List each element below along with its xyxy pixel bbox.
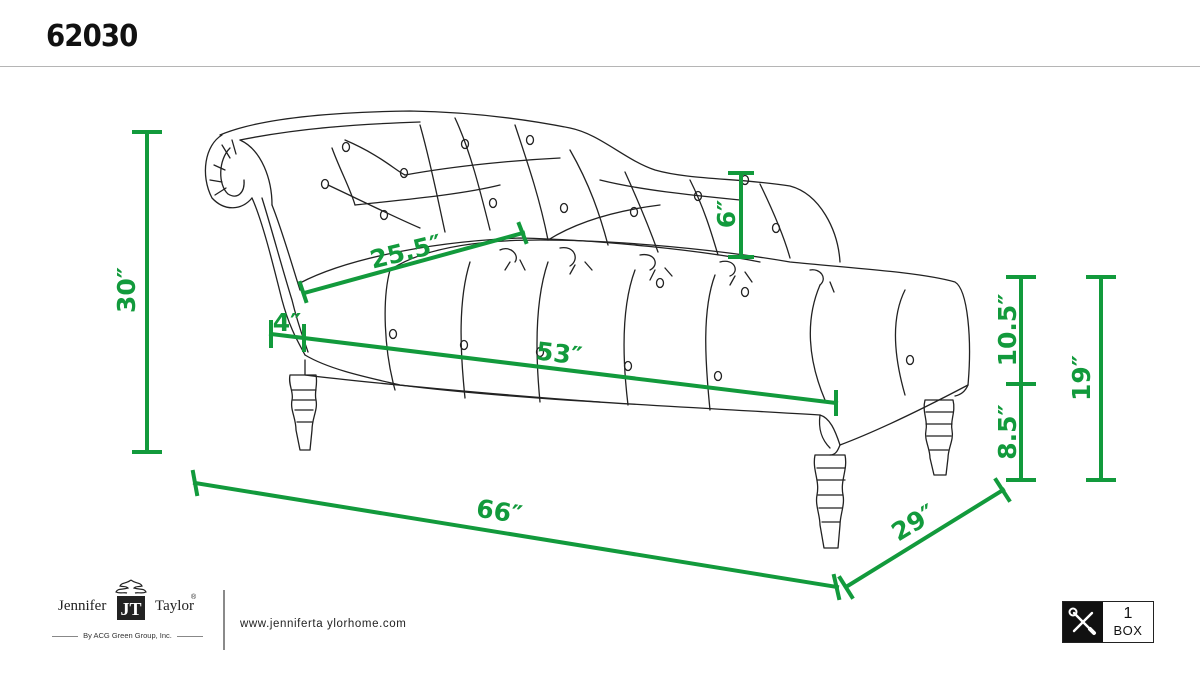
box-count-badge: 1 BOX bbox=[1062, 601, 1154, 643]
dimension-lines bbox=[132, 130, 1116, 601]
product-sku: 62030 bbox=[46, 19, 138, 54]
dim-label-upper-height: 10.5″ bbox=[993, 294, 1022, 367]
brand-name-left: Jennifer bbox=[58, 598, 107, 614]
box-label: BOX bbox=[1113, 623, 1143, 638]
dim-line-29 bbox=[843, 487, 1006, 590]
monogram-icon: JT bbox=[115, 579, 147, 620]
website-link[interactable]: www.jenniferta ylorhome.com bbox=[240, 618, 407, 630]
header-bar: 62030 bbox=[0, 0, 1200, 67]
brand-name-right: Taylor bbox=[155, 598, 194, 614]
monogram-text: JT bbox=[120, 599, 141, 619]
dim-label-seat-depth: 25.5″ bbox=[367, 229, 445, 275]
dim-line-66 bbox=[192, 480, 840, 590]
dim-line-53 bbox=[268, 331, 839, 406]
box-count: 1 bbox=[1123, 605, 1133, 622]
registered-mark: ® bbox=[191, 594, 197, 601]
dim-label-arm-width: 4″ bbox=[273, 308, 302, 337]
footer-divider bbox=[223, 590, 225, 650]
dim-label-seat-width: 53″ bbox=[534, 336, 583, 370]
dim-label-back-tuft-height: 6″ bbox=[712, 200, 741, 229]
brand-logo: Jennifer JT Taylor ® By ACG Green Group,… bbox=[40, 578, 215, 648]
dim-label-overall-width: 66″ bbox=[474, 494, 524, 530]
dim-label-seat-height: 19″ bbox=[1067, 355, 1096, 401]
tools-cell bbox=[1063, 602, 1103, 642]
brand-byline: By ACG Green Group, Inc. bbox=[40, 631, 215, 640]
dim-label-back-height: 30″ bbox=[112, 267, 141, 313]
dim-label-leg-height: 8.5″ bbox=[993, 404, 1022, 459]
dim-label-overall-depth: 29″ bbox=[886, 498, 940, 547]
dim-line-25-5 bbox=[301, 230, 526, 296]
tools-icon bbox=[1068, 607, 1096, 635]
chaise-illustration bbox=[204, 110, 971, 549]
